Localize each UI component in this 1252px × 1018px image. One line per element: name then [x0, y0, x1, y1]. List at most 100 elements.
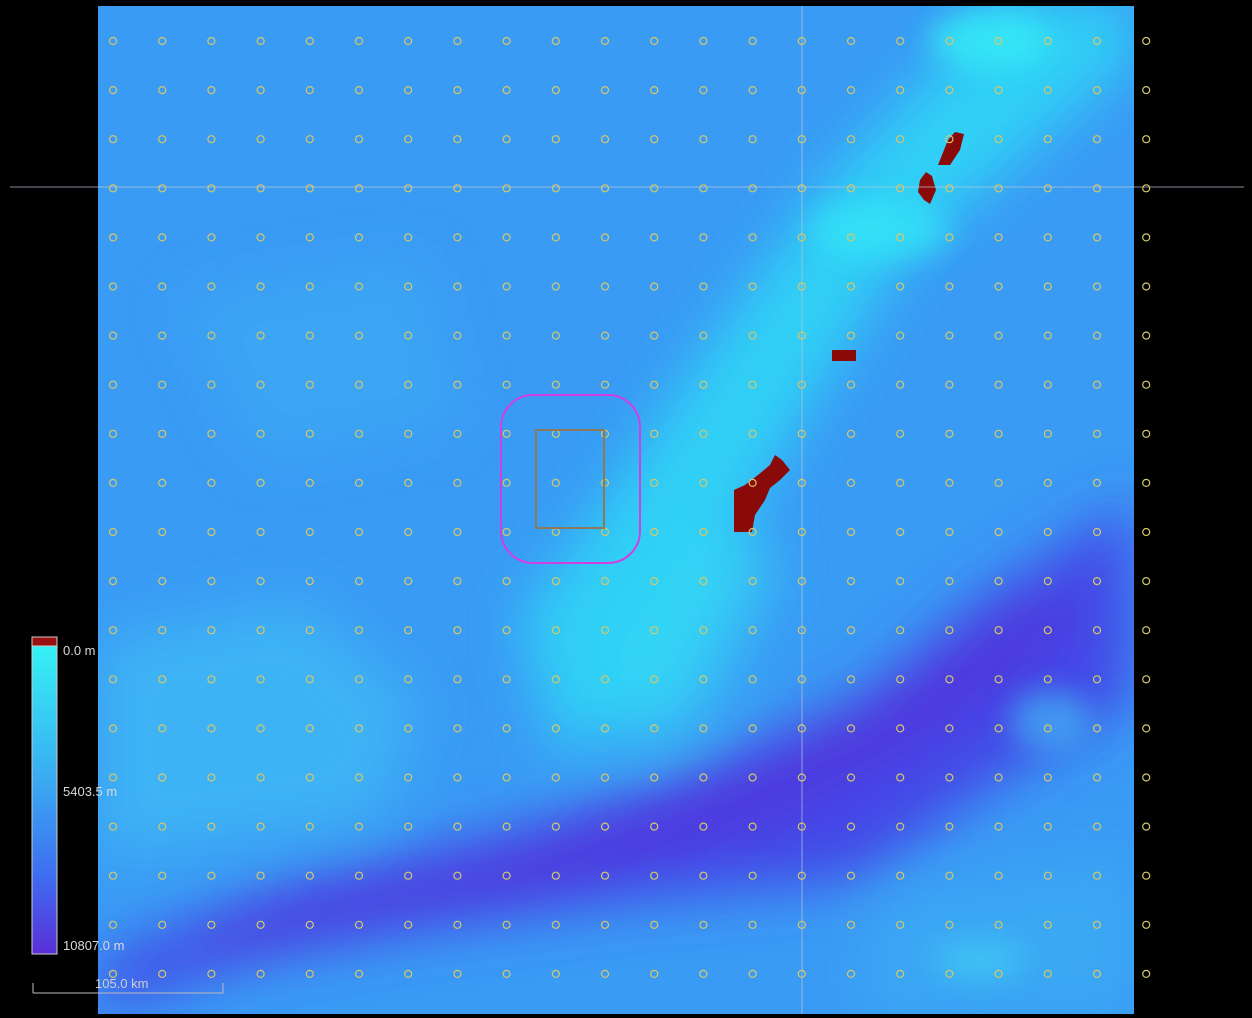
selection-region[interactable] — [500, 394, 641, 564]
grid-marker — [354, 773, 364, 782]
grid-marker — [1092, 920, 1102, 929]
grid-marker — [1092, 233, 1102, 242]
grid-marker — [158, 871, 167, 880]
grid-marker — [404, 429, 413, 438]
grid-marker — [1142, 920, 1151, 929]
grid-marker — [797, 331, 806, 340]
grid-marker — [108, 184, 118, 193]
grid-marker — [600, 576, 610, 586]
grid-marker — [502, 626, 511, 635]
grid-marker — [305, 724, 314, 733]
grid-marker — [994, 969, 1003, 979]
grid-marker — [945, 184, 954, 193]
grid-marker — [1142, 724, 1151, 733]
grid-marker — [502, 282, 511, 291]
grid-marker — [846, 724, 856, 733]
grid-marker — [256, 233, 265, 242]
grid-marker — [1142, 478, 1151, 487]
selection-inner-box[interactable] — [535, 429, 605, 529]
island — [918, 172, 936, 204]
grid-marker — [1043, 527, 1052, 537]
grid-marker — [994, 576, 1003, 586]
grid-marker — [748, 773, 757, 782]
grid-marker — [945, 36, 954, 46]
grid-marker — [846, 527, 856, 537]
grid-marker — [305, 576, 314, 586]
grid-marker — [896, 36, 905, 46]
grid-marker — [502, 331, 511, 340]
grid-marker — [256, 626, 265, 635]
grid-marker — [945, 773, 954, 782]
grid-marker — [699, 920, 708, 929]
grid-marker — [158, 429, 167, 438]
grid-marker — [502, 822, 511, 831]
grid-marker — [551, 331, 560, 340]
grid-marker — [207, 380, 216, 389]
grid-marker — [551, 822, 560, 831]
grid-marker — [108, 282, 118, 291]
grid-marker — [551, 85, 560, 95]
grid-marker — [650, 675, 659, 684]
grid-marker — [404, 85, 413, 95]
grid-marker — [1043, 724, 1052, 733]
grid-marker — [108, 331, 118, 340]
grid-marker — [797, 822, 806, 831]
grid-marker — [354, 969, 364, 979]
grid-marker — [699, 380, 708, 389]
grid-marker — [797, 135, 806, 144]
grid-marker — [453, 135, 462, 144]
grid-marker — [650, 184, 659, 193]
grid-marker — [699, 724, 708, 733]
grid-marker — [404, 478, 413, 487]
grid-marker — [797, 626, 806, 635]
grid-marker — [256, 36, 265, 46]
grid-marker — [1043, 626, 1052, 635]
grid-marker — [748, 724, 757, 733]
grid-marker — [1142, 85, 1151, 95]
grid-marker — [207, 576, 216, 586]
legend-mid-label: 5403.5 m — [63, 784, 118, 799]
grid-marker — [945, 527, 954, 537]
grid-marker — [404, 773, 413, 782]
grid-marker — [797, 380, 806, 389]
grid-marker — [846, 380, 856, 389]
grid-marker — [1043, 871, 1052, 880]
grid-marker — [158, 331, 167, 340]
grid-marker — [600, 822, 610, 831]
grid-marker — [1043, 576, 1052, 586]
grid-marker — [404, 920, 413, 929]
grid-marker — [846, 429, 856, 438]
grid-marker — [1092, 724, 1102, 733]
grid-marker — [108, 773, 118, 782]
grid-marker — [453, 478, 462, 487]
grid-marker — [1142, 773, 1151, 782]
grid-marker — [994, 724, 1003, 733]
grid-marker — [846, 920, 856, 929]
depth-legend — [31, 636, 58, 955]
grid-marker — [256, 478, 265, 487]
grid-marker — [207, 282, 216, 291]
grid-marker — [354, 380, 364, 389]
grid-marker — [256, 675, 265, 684]
grid-marker — [748, 822, 757, 831]
grid-marker — [650, 773, 659, 782]
grid-marker — [354, 822, 364, 831]
grid-marker — [453, 822, 462, 831]
grid-marker — [600, 282, 610, 291]
grid-marker — [502, 233, 511, 242]
grid-marker — [551, 675, 560, 684]
grid-marker — [305, 135, 314, 144]
grid-marker — [699, 135, 708, 144]
grid-marker — [650, 282, 659, 291]
grid-marker — [551, 478, 560, 487]
grid-marker — [256, 920, 265, 929]
grid-marker — [650, 478, 659, 487]
grid-marker — [502, 920, 511, 929]
grid-marker — [453, 36, 462, 46]
grid-marker — [1142, 576, 1151, 586]
grid-marker — [600, 184, 610, 193]
grid-marker — [600, 969, 610, 979]
grid-marker — [846, 969, 856, 979]
